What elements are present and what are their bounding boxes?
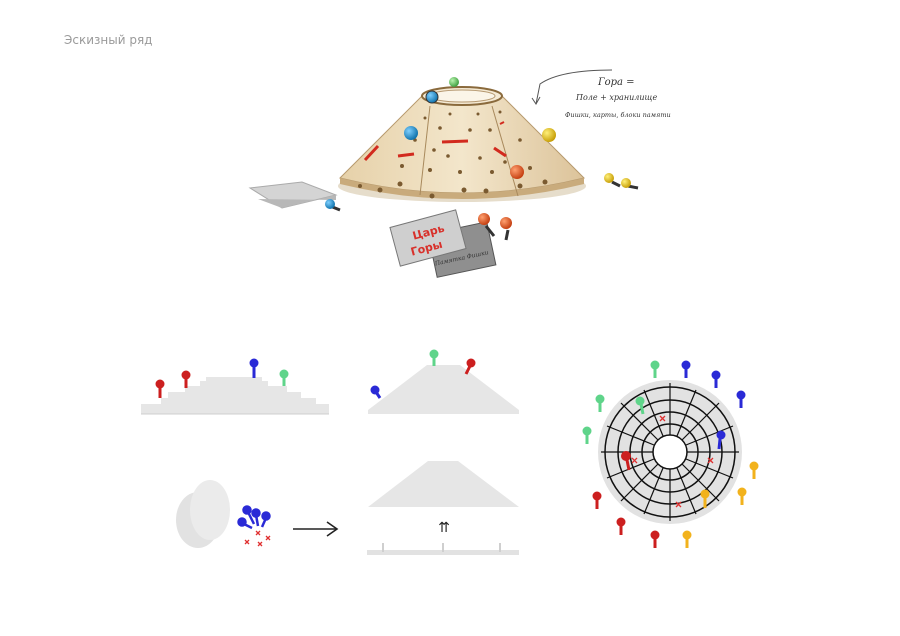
pin-green bbox=[279, 369, 289, 386]
pin-red bbox=[464, 358, 476, 375]
game-cards: Памятка Фишки Царь Горы bbox=[389, 209, 512, 278]
pin-blue bbox=[711, 370, 721, 388]
pin-yellow bbox=[700, 489, 710, 508]
annotation-line2: Поле + хранилище bbox=[575, 93, 657, 102]
sketch-bag-pieces bbox=[176, 480, 339, 548]
sketch-stepped-mountain bbox=[141, 358, 329, 415]
pin-red bbox=[592, 491, 602, 509]
mountain-render bbox=[338, 77, 586, 202]
pin-blue bbox=[736, 390, 746, 408]
sketch-smooth-mountain bbox=[368, 349, 519, 414]
pin-green bbox=[595, 394, 605, 412]
pin-red bbox=[621, 451, 631, 471]
pin-red bbox=[650, 530, 660, 548]
page-heading: Эскизный ряд bbox=[64, 33, 153, 47]
pin-green bbox=[582, 426, 592, 444]
pin-green bbox=[429, 349, 439, 366]
annotation-line1: Гора = bbox=[597, 77, 635, 88]
pin-red bbox=[616, 517, 626, 535]
pin-blue bbox=[681, 360, 691, 378]
sketch-top-view-board bbox=[582, 360, 759, 548]
pin-green bbox=[635, 396, 645, 415]
pin-red bbox=[155, 379, 165, 398]
annotation-line3: Фишки, карты, блоки памяти bbox=[565, 111, 671, 119]
pin-yellow bbox=[737, 487, 747, 505]
loose-yellow-pieces bbox=[604, 173, 639, 190]
pin-blue bbox=[249, 358, 259, 378]
pin-yellow bbox=[682, 530, 692, 548]
pin-blue bbox=[370, 385, 382, 399]
pin-red bbox=[181, 370, 191, 388]
sketch-lift-mountain: ⇈ bbox=[367, 461, 519, 555]
lift-arrows-icon: ⇈ bbox=[438, 520, 450, 536]
pin-blue bbox=[716, 430, 726, 450]
memory-box bbox=[248, 181, 341, 212]
pin-green bbox=[650, 360, 660, 378]
pin-yellow bbox=[749, 461, 759, 479]
annotation-callout: Гора = Поле + хранилище Фишки, карты, бл… bbox=[531, 69, 671, 119]
